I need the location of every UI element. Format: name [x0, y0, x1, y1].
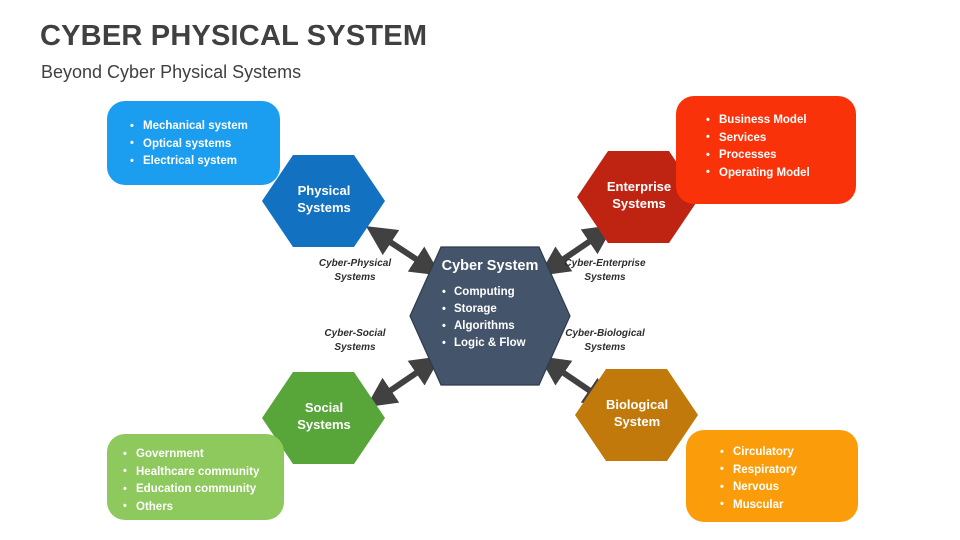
page-title: CYBER PHYSICAL SYSTEM — [40, 20, 428, 52]
panel-social-systems[interactable]: Government Healthcare community Educatio… — [107, 434, 284, 520]
list-item: Government — [123, 446, 284, 464]
arrow-cyber-enterprise — [539, 224, 614, 276]
hexagon-cyber-system[interactable] — [409, 246, 571, 386]
list-item: Nervous — [720, 479, 858, 497]
list-item: Optical systems — [130, 135, 280, 154]
list-item: Respiratory — [720, 461, 858, 480]
list-item: Muscular — [720, 496, 858, 515]
list-item: Electrical system — [130, 153, 280, 171]
hexagon-physical[interactable] — [262, 155, 385, 247]
arrow-cyber-social — [366, 356, 441, 408]
list-item: Operating Model — [706, 164, 856, 183]
list-enterprise-systems: Business Model Services Processes Operat… — [706, 112, 856, 182]
list-physical-systems: Mechanical system Optical systems Electr… — [130, 118, 280, 171]
hexagon-social[interactable] — [262, 372, 385, 464]
list-item: Education community — [123, 481, 284, 499]
list-item: Services — [706, 129, 856, 148]
panel-biological-system[interactable]: Circulatory Respiratory Nervous Muscular — [686, 430, 858, 522]
arrow-cyber-physical — [365, 226, 442, 276]
list-item: Others — [123, 498, 284, 517]
panel-enterprise-systems[interactable]: Business Model Services Processes Operat… — [676, 96, 856, 204]
list-item: Mechanical system — [130, 118, 280, 136]
list-item: Processes — [706, 147, 856, 165]
list-item: Circulatory — [720, 444, 858, 462]
hexagon-enterprise[interactable] — [577, 151, 700, 243]
hexagon-biological[interactable] — [575, 369, 698, 461]
list-biological-system: Circulatory Respiratory Nervous Muscular — [720, 444, 858, 514]
panel-physical-systems[interactable]: Mechanical system Optical systems Electr… — [107, 101, 280, 185]
list-social-systems: Government Healthcare community Educatio… — [123, 446, 284, 516]
list-item: Healthcare community — [123, 463, 284, 482]
page-subtitle: Beyond Cyber Physical Systems — [41, 62, 302, 82]
list-item: Business Model — [706, 112, 856, 130]
